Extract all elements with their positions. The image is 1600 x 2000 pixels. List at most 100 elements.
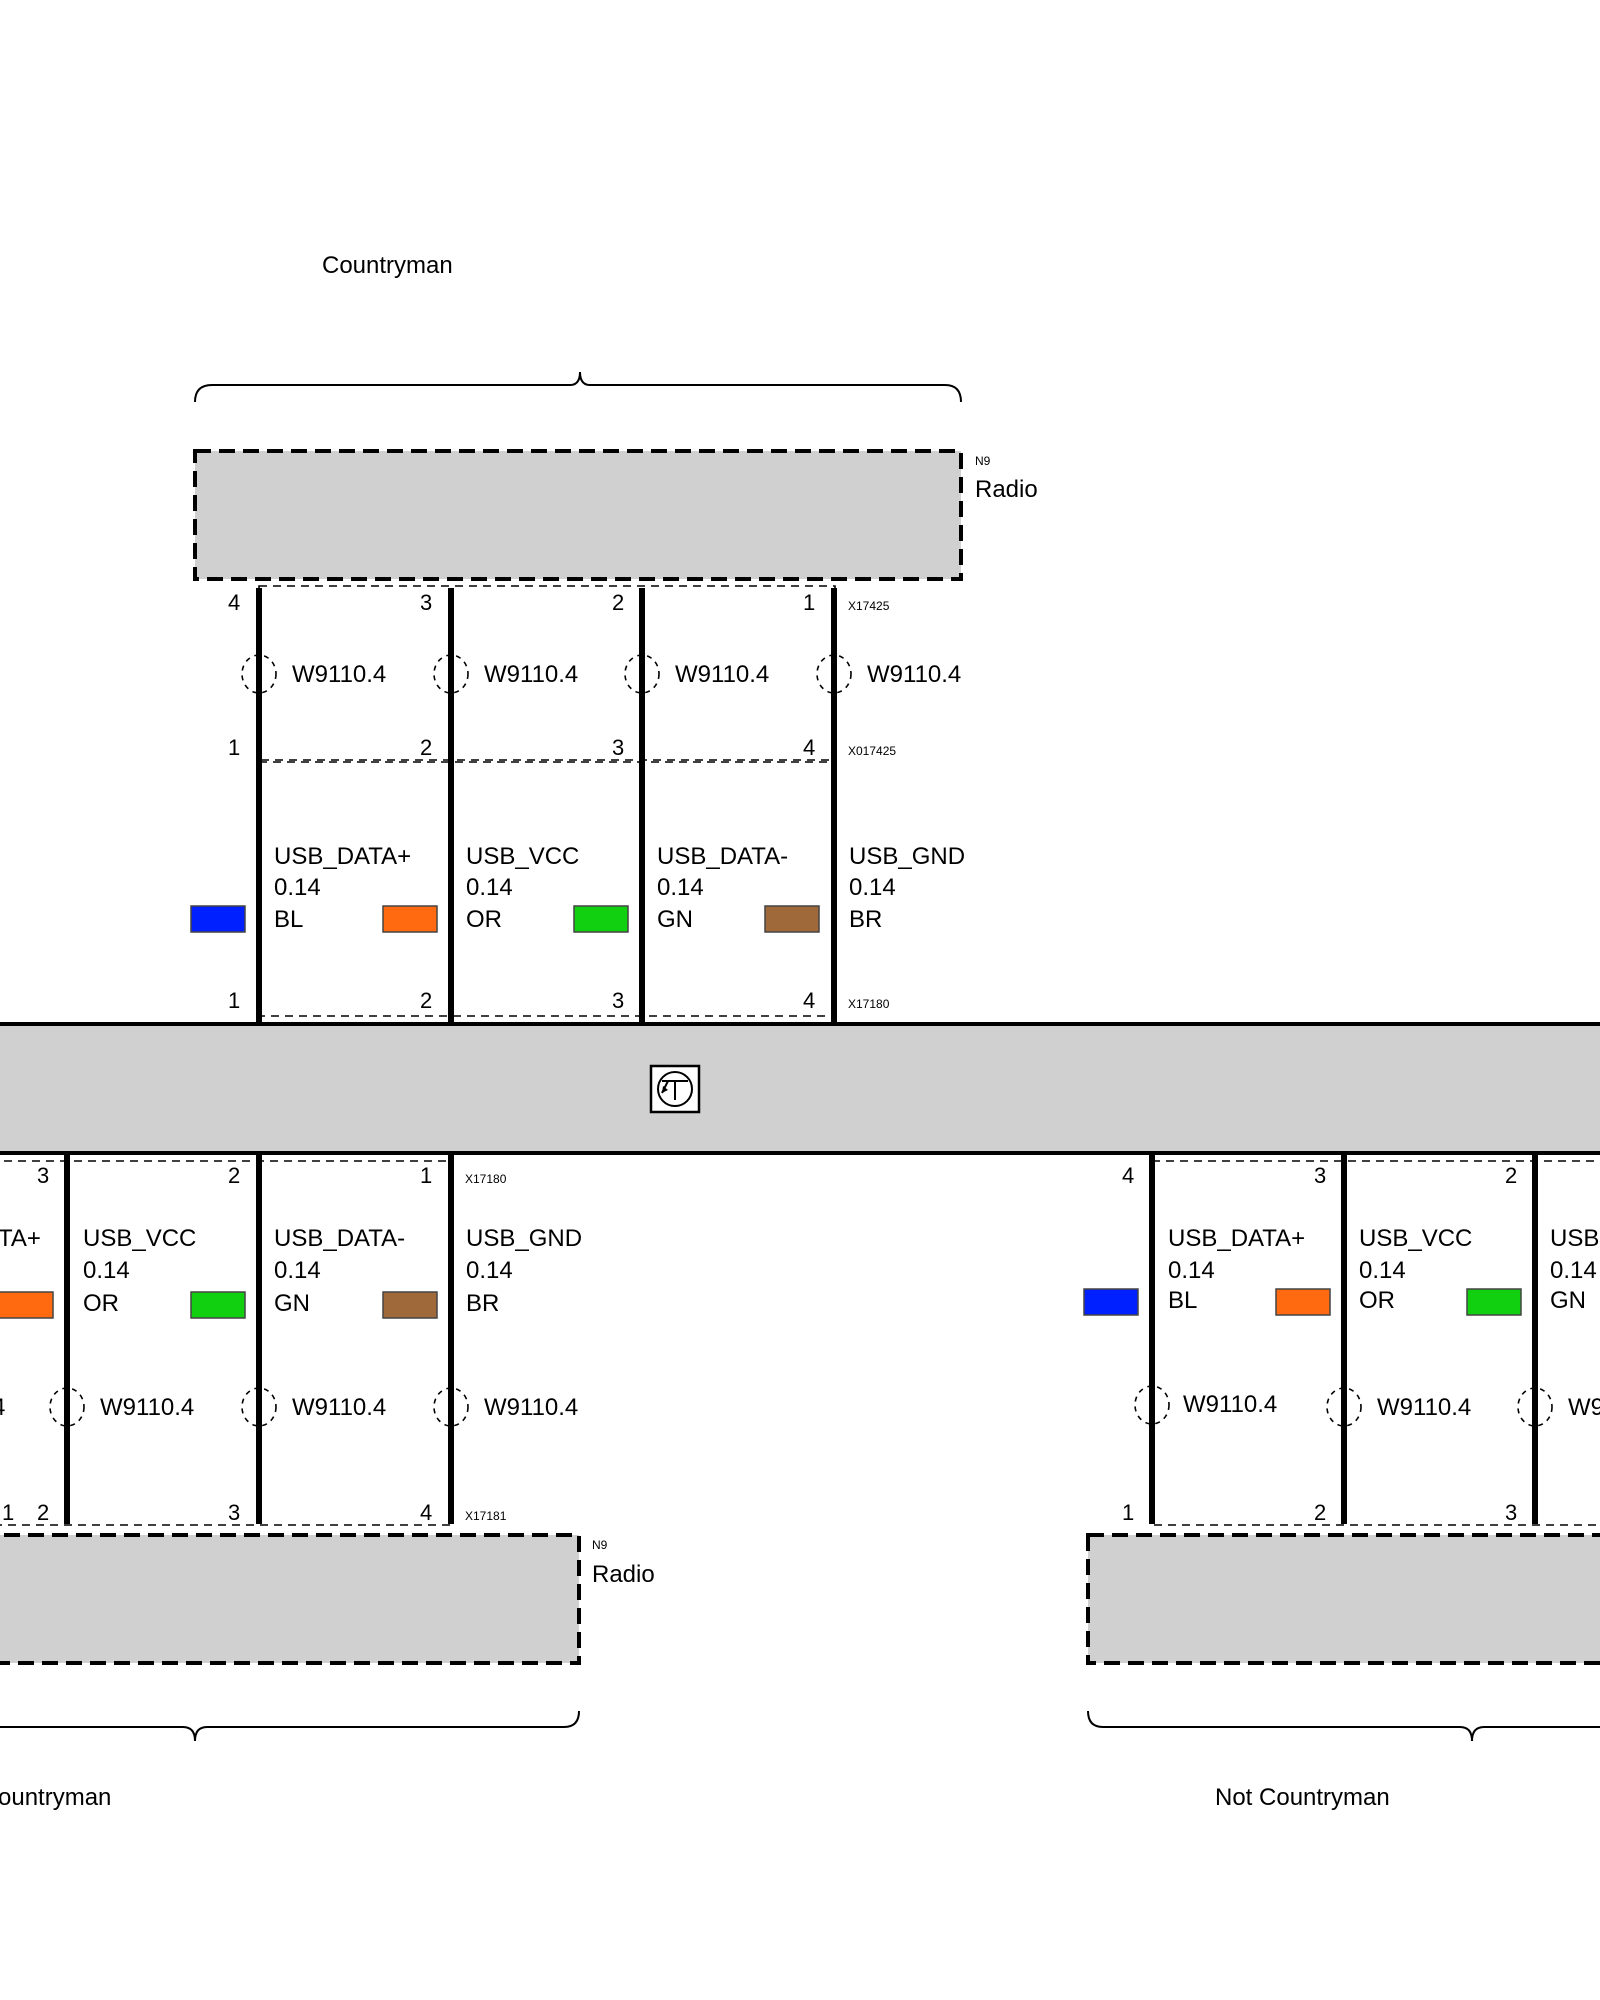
connector-label-x17180-bottom: X17180 — [465, 1172, 507, 1186]
wire-usb-gnd-bottom-left[interactable]: 1 USB_GND 0.14 BR W9110.4 4 — [420, 1155, 582, 1525]
wire-usb-data-plus-top[interactable]: 4 W9110.4 1 USB_DATA+ 0.14 BL 1 — [190, 588, 411, 1022]
shield-label: W9110.4 — [675, 661, 769, 688]
pin-bottom: 1 — [228, 988, 240, 1013]
top-section: Countryman N9 Radio X17425 X017425 X1718… — [190, 252, 1038, 1022]
color-code: BR — [466, 1290, 499, 1317]
color-code: GN — [274, 1290, 310, 1317]
wire-size: 0.14 — [849, 874, 896, 901]
section-label-top: Countryman — [322, 252, 453, 279]
color-swatch — [1083, 1288, 1139, 1316]
pin-top: 2 — [1505, 1163, 1517, 1188]
module-bottom-right[interactable] — [1086, 1533, 1600, 1665]
shield-icon — [241, 654, 277, 694]
shield-icon — [816, 654, 852, 694]
pin-bottom: 2 — [1314, 1500, 1326, 1525]
section-label-bottom-left: ountryman — [0, 1784, 111, 1811]
wire-usb-data-plus-bottom-right[interactable]: 4 USB_DATA+ 0.14 BL W9110.4 1 — [1083, 1155, 1305, 1525]
color-swatch — [1275, 1288, 1331, 1316]
wire-usb-data-minus-top[interactable]: 2 W9110.4 3 USB_DATA- 0.14 GN 3 — [573, 588, 788, 1022]
shield-icon — [1326, 1387, 1362, 1427]
wire-size: 0.14 — [274, 1257, 321, 1284]
wire-usb-data-minus-bottom-left[interactable]: 2 USB_DATA- 0.14 GN W9110.4 3 — [228, 1155, 438, 1525]
brace-bottom-right — [1087, 1710, 1600, 1742]
pin-top: 1 — [420, 1163, 432, 1188]
pin-bottom: 3 — [1505, 1500, 1517, 1525]
brace-top — [194, 371, 962, 403]
brace-bottom-left — [0, 1710, 580, 1742]
wire-usb-data-minus-bottom-right[interactable]: 2 USB 0.14 GN W9 3 — [1466, 1155, 1600, 1525]
radio-module-bottom-left[interactable] — [0, 1533, 581, 1665]
signal-name: USB_VCC — [466, 843, 579, 870]
wire-partial-left[interactable]: TA+ 4 1 — [0, 1225, 54, 1525]
shield-label-partial: 4 — [0, 1394, 5, 1421]
signal-name: USB_GND — [849, 843, 965, 870]
signal-name: USB_DATA+ — [1168, 1225, 1305, 1252]
pin-top: 1 — [803, 590, 815, 615]
signal-name: USB_DATA- — [657, 843, 788, 870]
wire-size: 0.14 — [466, 1257, 513, 1284]
central-unit — [0, 1022, 1600, 1155]
pin-bottom: 3 — [612, 988, 624, 1013]
transistor-icon[interactable] — [649, 1064, 701, 1114]
color-code: BL — [274, 906, 303, 933]
color-code: GN — [1550, 1287, 1586, 1314]
shield-label: W9110.4 — [292, 661, 386, 688]
shield-label: W9110.4 — [1377, 1394, 1471, 1421]
pin-bottom: 2 — [37, 1500, 49, 1525]
pin-bottom: 4 — [420, 1500, 432, 1525]
wire-usb-gnd-top[interactable]: 1 W9110.4 4 USB_GND 0.14 BR 4 — [764, 588, 965, 1022]
wire-size: 0.14 — [83, 1257, 130, 1284]
wire-usb-vcc-bottom-left[interactable]: 3 USB_VCC 0.14 OR W9110.4 2 — [37, 1155, 246, 1525]
color-swatch — [1466, 1288, 1522, 1316]
radio-name-top: Radio — [975, 476, 1038, 503]
shield-icon — [1134, 1385, 1170, 1425]
wire-size: 0.14 — [1550, 1257, 1597, 1284]
wire-usb-vcc-bottom-right[interactable]: 3 USB_VCC 0.14 OR W9110.4 2 — [1275, 1155, 1472, 1525]
pin-mid: 2 — [420, 735, 432, 760]
section-label-bottom-right: Not Countryman — [1215, 1784, 1390, 1811]
connector-label-x17180-top: X17180 — [848, 997, 890, 1011]
signal-name: USB_DATA+ — [274, 843, 411, 870]
color-code: OR — [466, 906, 502, 933]
pin-bottom: 4 — [803, 988, 815, 1013]
wire-size: 0.14 — [466, 874, 513, 901]
shield-label: W9110.4 — [484, 661, 578, 688]
pin-bottom: 3 — [228, 1500, 240, 1525]
pin-top: 3 — [1314, 1163, 1326, 1188]
signal-name-partial: TA+ — [0, 1225, 41, 1252]
pin-mid: 3 — [612, 735, 624, 760]
radio-code-bottom-left: N9 — [592, 1538, 608, 1552]
shield-label: W9110.4 — [100, 1394, 194, 1421]
central-unit-bar[interactable] — [0, 1022, 1600, 1155]
signal-name: USB_DATA- — [274, 1225, 405, 1252]
shield-icon — [1517, 1387, 1553, 1427]
shield-label: W9110.4 — [484, 1394, 578, 1421]
wire-size: 0.14 — [1168, 1257, 1215, 1284]
wire-usb-vcc-top[interactable]: 3 W9110.4 2 USB_VCC 0.14 OR 2 — [382, 588, 579, 1022]
connector-label-x017425: X017425 — [848, 744, 896, 758]
color-code: BL — [1168, 1287, 1197, 1314]
connector-bottom-right[interactable] — [1151, 1160, 1600, 1526]
radio-module-top[interactable] — [193, 449, 963, 581]
color-swatch — [382, 905, 438, 933]
wire-size: 0.14 — [274, 874, 321, 901]
connector-x17180-top[interactable] — [258, 761, 836, 1017]
bottom-left-section: X17180 X17181 TA+ 4 1 3 USB_VCC 0.14 OR … — [0, 1155, 655, 1811]
color-swatch — [190, 905, 246, 933]
signal-name: USB_VCC — [1359, 1225, 1472, 1252]
wire-size: 0.14 — [1359, 1257, 1406, 1284]
color-swatch — [764, 905, 820, 933]
pin-mid: 1 — [228, 735, 240, 760]
shield-icon — [49, 1387, 85, 1427]
pin-top: 2 — [228, 1163, 240, 1188]
pin-bottom-partial: 1 — [2, 1500, 14, 1525]
color-code: GN — [657, 906, 693, 933]
pin-top: 2 — [612, 590, 624, 615]
color-code: OR — [1359, 1287, 1395, 1314]
shield-icon — [624, 654, 660, 694]
color-swatch — [382, 1291, 438, 1319]
color-code: BR — [849, 906, 882, 933]
connector-x17180-bottom[interactable] — [0, 1160, 452, 1526]
radio-code-top: N9 — [975, 454, 991, 468]
